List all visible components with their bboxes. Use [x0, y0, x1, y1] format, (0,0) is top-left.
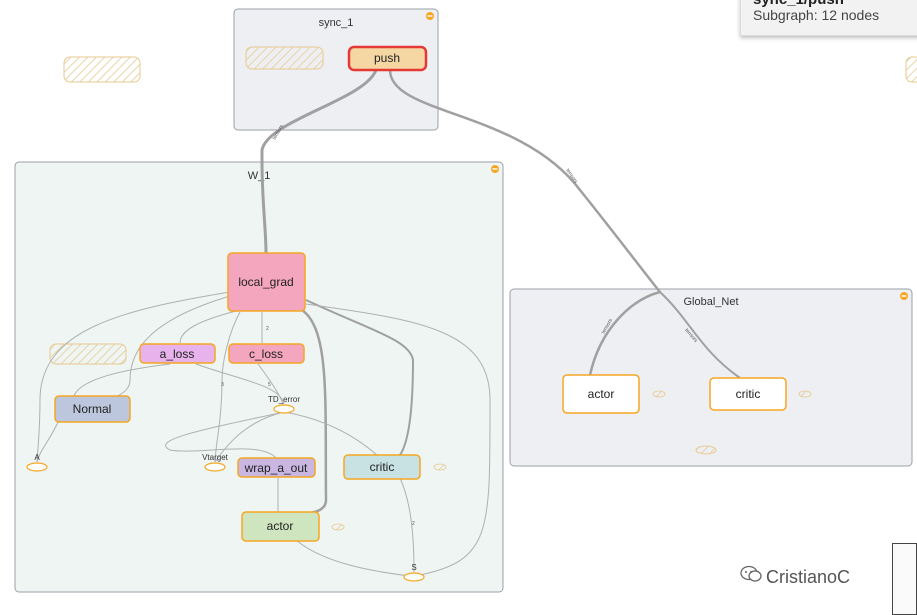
- sync-group[interactable]: sync_1: [233, 8, 439, 131]
- edge-localgrad-to-actor: [301, 308, 328, 516]
- svg-text:wrap_a_out: wrap_a_out: [244, 461, 308, 475]
- svg-text:c_loss: c_loss: [249, 347, 283, 361]
- info-panel-subtitle: Subgraph: 12 nodes: [753, 7, 880, 23]
- actor-node[interactable]: actor: [241, 511, 320, 542]
- edge-localgrad-to-A: [36, 291, 231, 463]
- s-node[interactable]: S: [403, 563, 425, 582]
- minimap-thumbnail[interactable]: [892, 543, 917, 615]
- hatched-node-topleft[interactable]: [63, 56, 141, 83]
- local-grad-node[interactable]: local_grad: [227, 252, 306, 312]
- svg-text:actor: actor: [267, 519, 294, 533]
- hatched-icon-actor: [331, 523, 345, 531]
- a-loss-node[interactable]: a_loss: [139, 343, 216, 364]
- a-node[interactable]: A: [26, 453, 48, 472]
- edge-actor-to-S: [295, 539, 411, 577]
- edge-aloss-to-td: [195, 363, 285, 405]
- svg-text:push: push: [374, 51, 400, 65]
- wrap-a-out-node[interactable]: wrap_a_out: [237, 457, 316, 478]
- watermark: CristianoC: [740, 565, 850, 588]
- edge-label-push-global: tensors: [564, 168, 579, 185]
- worker-group[interactable]: W_1: [14, 161, 504, 593]
- edge-closs-to-td: [257, 363, 284, 405]
- edge-localgrad-to-vtarget: [214, 311, 241, 463]
- global-critic-node[interactable]: critic: [709, 377, 787, 411]
- svg-text:Vtarget: Vtarget: [202, 453, 229, 462]
- hatched-node-sync[interactable]: [245, 46, 324, 70]
- edge-td-to-vtarget: [214, 411, 285, 463]
- minus-icon: [901, 295, 907, 297]
- c-loss-node[interactable]: c_loss: [228, 343, 305, 364]
- hatched-icon-critic: [433, 463, 447, 471]
- edge-label-3: 3: [221, 382, 224, 388]
- worker-group-title: W_1: [248, 170, 271, 182]
- edge-global-to-actor: [588, 290, 661, 376]
- edge-critic-to-S: [399, 477, 415, 573]
- global-actor-node[interactable]: actor: [562, 374, 640, 414]
- svg-text:Normal: Normal: [73, 402, 112, 416]
- edge-td-to-critic: [283, 411, 379, 457]
- svg-text:critic: critic: [736, 387, 761, 401]
- edges-thin: [36, 291, 491, 577]
- info-panel: sync_1/push Subgraph: 12 nodes: [740, 0, 917, 36]
- svg-text:A: A: [34, 453, 40, 462]
- svg-text:critic: critic: [370, 460, 395, 474]
- minus-icon: [492, 168, 498, 170]
- svg-text:TD_error: TD_error: [268, 395, 300, 404]
- hatched-node-worker[interactable]: [49, 343, 127, 365]
- svg-text:local_grad: local_grad: [238, 275, 293, 289]
- hatched-ellipse-global[interactable]: [695, 445, 717, 455]
- global-group[interactable]: Global_Net: [509, 288, 913, 467]
- wechat-icon: [740, 565, 762, 588]
- sync-group-title: sync_1: [319, 17, 354, 29]
- svg-text:actor: actor: [588, 387, 615, 401]
- svg-text:a_loss: a_loss: [160, 347, 195, 361]
- info-panel-title: sync_1/push: [753, 0, 844, 8]
- edge-label-2: 2: [266, 326, 269, 332]
- edges-main: [260, 69, 741, 516]
- minus-icon: [427, 15, 433, 17]
- edge-push-to-global: [388, 69, 661, 293]
- edge-aloss-to-normal: [73, 363, 171, 397]
- edge-label-2b: 2: [412, 521, 415, 527]
- push-node[interactable]: push: [347, 45, 428, 72]
- edge-global-to-critic: [659, 291, 741, 379]
- normal-node[interactable]: Normal: [54, 395, 131, 423]
- vtarget-node[interactable]: Vtarget: [202, 453, 229, 472]
- td-error-node[interactable]: TD_error: [268, 395, 300, 414]
- edge-push-to-localgrad: [260, 69, 378, 254]
- edge-localgrad-to-aloss: [179, 309, 241, 344]
- global-group-title: Global_Net: [683, 296, 738, 308]
- svg-text:S: S: [411, 563, 416, 572]
- edge-localgrad-to-S: [305, 303, 491, 576]
- edge-td-to-wrap: [165, 411, 285, 459]
- edge-label-5: 5: [268, 382, 271, 388]
- edge-localgrad-to-critic: [305, 299, 415, 456]
- critic-node[interactable]: critic: [343, 454, 421, 480]
- hatched-icon-global-actor: [652, 390, 666, 398]
- watermark-text: CristianoC: [766, 567, 851, 587]
- hatched-icon-global-critic: [798, 390, 812, 398]
- edge-normal-to-A: [36, 421, 59, 463]
- hatched-node-right-edge[interactable]: [905, 56, 917, 83]
